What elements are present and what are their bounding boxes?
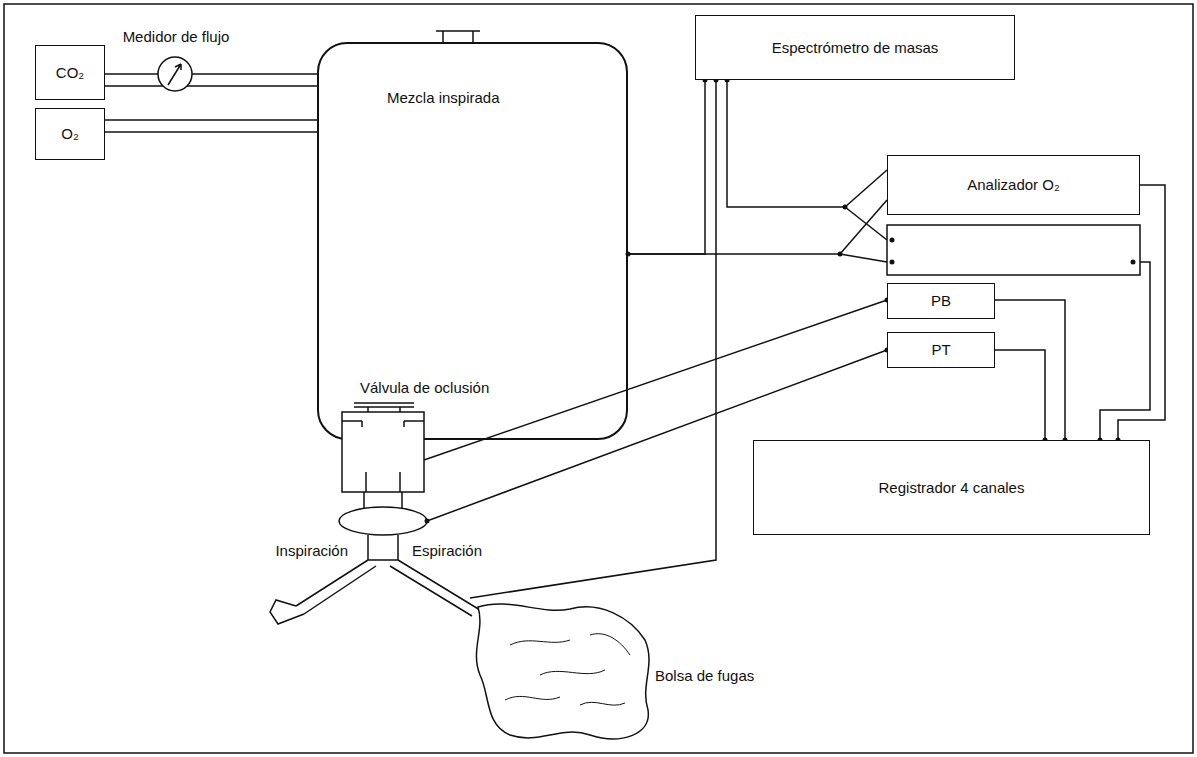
node-label: Analizador O₂ xyxy=(967,176,1060,194)
leak-bag: Bolsa de fugas xyxy=(470,585,760,750)
mass-spec-sampling-line xyxy=(470,80,716,598)
tube-or-wire xyxy=(192,73,317,75)
terminal-dot xyxy=(890,260,895,265)
terminal-dot xyxy=(890,238,895,243)
meter-dial xyxy=(158,57,192,91)
node-label: Espectrómetro de masas xyxy=(772,39,939,57)
second-analyzer-box xyxy=(887,225,1140,275)
bag-fold xyxy=(580,702,625,705)
frame xyxy=(4,4,1193,753)
flow-meter: Medidor de flujo xyxy=(118,28,234,94)
tube-or-wire xyxy=(995,350,1045,440)
analyzer-fan-lines xyxy=(840,170,887,262)
mixing-chamber: Mezcla inspiradaVálvula de oclusión xyxy=(317,42,628,440)
occlusion-valve: Válvula de oclusión xyxy=(332,379,502,494)
tube-or-wire xyxy=(995,300,1065,440)
gas-cylinder-box: CO₂ xyxy=(35,45,105,100)
node-label: Medidor de flujo xyxy=(118,28,234,46)
terminal-dot xyxy=(425,519,430,524)
valve-body xyxy=(342,412,424,492)
tube-or-wire xyxy=(628,200,887,254)
node-label: PB xyxy=(931,292,951,310)
terminal-dot xyxy=(843,205,848,210)
tube-or-wire xyxy=(105,119,317,121)
node-label: O₂ xyxy=(61,125,79,143)
bag-fold xyxy=(510,640,570,645)
node-label: Bolsa de fugas xyxy=(655,667,754,685)
node-label: Mezcla inspirada xyxy=(387,89,500,107)
pressure-transducer-box: PB xyxy=(887,283,995,319)
node-label: CO₂ xyxy=(56,64,84,82)
chamber-cap xyxy=(436,31,480,42)
mass-spectrometer-box: Espectrómetro de masas xyxy=(695,15,1015,80)
layout-lines xyxy=(4,4,1193,753)
tube-label: Espiración xyxy=(412,542,482,560)
valve-symbol xyxy=(332,379,502,494)
pressure-transducer-box: PT xyxy=(887,332,995,368)
tube-or-wire xyxy=(424,300,887,460)
tube-label: Inspiración xyxy=(275,542,348,560)
analyzer-output-line xyxy=(1100,262,1150,440)
o2-tube-wall xyxy=(105,131,317,133)
bag-outline xyxy=(476,604,649,739)
node-label: PT xyxy=(931,341,950,359)
face-mask xyxy=(339,507,427,535)
terminal-dot xyxy=(1131,260,1136,265)
bag-fold xyxy=(505,696,560,700)
bag-fold xyxy=(540,670,605,675)
recorder-box: Registrador 4 canales xyxy=(753,440,1150,535)
tube-or-wire xyxy=(1118,185,1165,440)
gas-cylinder-box: O₂ xyxy=(35,108,105,160)
mouthpiece xyxy=(368,535,398,560)
expiration-tube xyxy=(390,560,480,616)
node-label: Válvula de oclusión xyxy=(360,379,489,397)
valve-parts xyxy=(342,403,424,492)
bag-fold xyxy=(590,634,630,655)
inspiration-bell xyxy=(270,600,304,624)
node-label: Registrador 4 canales xyxy=(879,479,1025,497)
co2-tube-wall xyxy=(105,85,317,87)
analyzer-box: Analizador O₂ xyxy=(887,155,1140,215)
tube-or-wire xyxy=(105,73,158,75)
tube-or-wire xyxy=(628,80,705,254)
meter-needle xyxy=(168,64,181,85)
mass-spec-line xyxy=(727,80,845,207)
inspiration-tube xyxy=(296,560,376,614)
